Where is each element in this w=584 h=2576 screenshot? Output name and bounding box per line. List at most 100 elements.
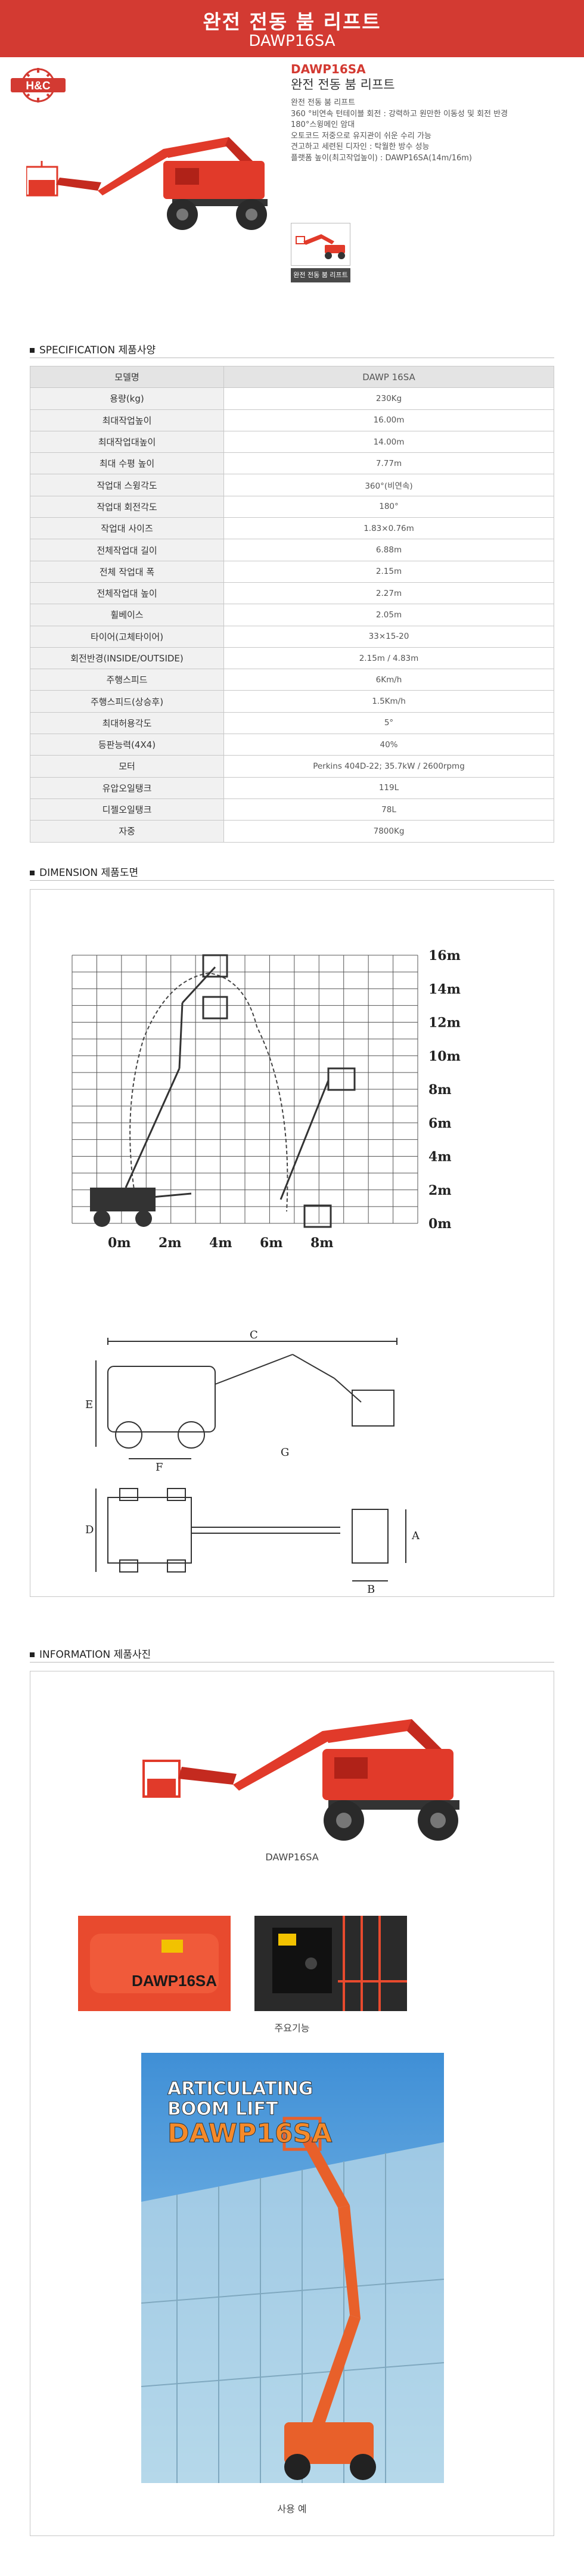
spec-header-row: 모델명 DAWP 16SA [30, 365, 554, 389]
page-header: 완전 전동 붐 리프트 DAWP16SA [0, 0, 584, 57]
side-view-drawing [95, 1338, 397, 1459]
reach-tick-label: 0m [108, 1235, 131, 1251]
photo-detail-plate: DAWP16SA [78, 1916, 231, 2011]
dimension-label-g: G [281, 1446, 289, 1459]
section-title-information: INFORMATION 제품사진 [30, 1646, 151, 1661]
spec-label: 전체작업대 높이 [30, 582, 224, 605]
section-title-dimension: DIMENSION 제품도면 [30, 864, 138, 879]
spec-label: 디젤오일탱크 [30, 798, 224, 821]
photo-usage-poster: ARTICULATING BOOM LIFT DAWP16SA [141, 2053, 444, 2483]
reach-tick-label: 4m [209, 1235, 232, 1251]
spec-value: 6.88m [223, 539, 554, 561]
spec-value: 40% [223, 734, 554, 756]
product-thumbnail[interactable] [291, 223, 350, 266]
top-view-drawing [95, 1488, 406, 1581]
spec-value: 2.05m [223, 604, 554, 626]
height-tick-label: 10m [428, 1049, 461, 1064]
brand-logo: H&C [11, 68, 66, 102]
feature-item: 완전 전동 붐 리프트 [291, 98, 356, 107]
spec-value: 2.15m [223, 560, 554, 583]
height-tick-label: 6m [428, 1115, 452, 1131]
spec-label: 최대작업높이 [30, 409, 224, 431]
spec-value: 1.5Km/h [223, 690, 554, 713]
section-title-text: SPECIFICATION 제품사양 [39, 344, 156, 356]
spec-label: 최대작업대높이 [30, 430, 224, 453]
product-photo-main [142, 1719, 459, 1841]
spec-label: 작업대 스윙각도 [30, 474, 224, 496]
spec-label: 등판능력(4X4) [30, 734, 224, 756]
reach-tick-label: 8m [310, 1235, 334, 1251]
spec-label: 주행스피드(상승후) [30, 690, 224, 713]
spec-value: 33×15-20 [223, 625, 554, 648]
spec-row: 회전반경(INSIDE/OUTSIDE)2.15m / 4.83m [30, 647, 554, 670]
spec-value: 2.15m / 4.83m [223, 647, 554, 670]
dimension-label-d: D [85, 1524, 94, 1536]
square-bullet-icon [30, 1652, 35, 1657]
page-title: 완전 전동 붐 리프트 [203, 10, 381, 33]
spec-value: 360°(비연속) [223, 474, 554, 496]
feature-list: 완전 전동 붐 리프트 360 °비연속 턴테이블 회전 : 강력하고 원만한 … [291, 98, 565, 164]
height-tick-label: 12m [428, 1015, 461, 1031]
spec-value: 78L [223, 798, 554, 821]
spec-label: 휠베이스 [30, 604, 224, 626]
reach-tick-label: 2m [159, 1235, 182, 1251]
information-panel: DAWP16SA DAWP16SA 주요기능 ARTICULATING BOOM… [30, 1671, 554, 2536]
dimension-label-a: A [411, 1530, 420, 1542]
spec-label: 회전반경(INSIDE/OUTSIDE) [30, 647, 224, 670]
section-title-text: INFORMATION 제품사진 [39, 1649, 151, 1661]
reach-tick-label: 6m [260, 1235, 283, 1251]
dimension-label-b: B [367, 1583, 375, 1596]
height-tick-label: 0m [428, 1216, 452, 1232]
spec-value: 16.00m [223, 409, 554, 431]
spec-row: 용량(kg)230Kg [30, 387, 554, 410]
spec-label: 최대허용각도 [30, 711, 224, 735]
spec-label: 모터 [30, 755, 224, 778]
spec-label: 전체작업대 길이 [30, 539, 224, 561]
product-main-image [26, 137, 268, 230]
spec-value: 14.00m [223, 430, 554, 453]
square-bullet-icon [30, 871, 35, 875]
spec-value: 180° [223, 495, 554, 518]
photo-caption-features: 주요기능 [274, 2022, 310, 2034]
spec-value: 5° [223, 711, 554, 735]
feature-item: 플랫폼 높이(최고작업높이) : DAWP16SA(14m/16m) [291, 153, 473, 163]
photo-caption-main: DAWP16SA [265, 1851, 319, 1863]
product-description: 완전 전동 붐 리프트 [291, 77, 395, 92]
spec-label: 유압오일탱크 [30, 776, 224, 799]
spec-label: 작업대 회전각도 [30, 495, 224, 518]
height-tick-label: 2m [428, 1183, 452, 1198]
spec-row: 주행스피드(상승후)1.5Km/h [30, 690, 554, 713]
spec-row: 등판능력(4X4)40% [30, 734, 554, 756]
feature-item: 견고하고 세련된 디자인 : 탁월한 방수 성능 [291, 142, 430, 151]
spec-value: Perkins 404D-22; 35.7kW / 2600rpmg [223, 755, 554, 778]
section-title-text: DIMENSION 제품도면 [39, 867, 139, 879]
page-subtitle: DAWP16SA [248, 32, 336, 50]
section-divider [30, 880, 554, 881]
working-envelope-line [129, 972, 288, 1212]
spec-row: 타이어(고체타이어)33×15-20 [30, 625, 554, 648]
spec-value: 7.77m [223, 452, 554, 475]
spec-value: 7800Kg [223, 820, 554, 843]
spec-label: 작업대 사이즈 [30, 517, 224, 540]
section-title-spec: SPECIFICATION 제품사양 [30, 341, 156, 356]
height-tick-label: 8m [428, 1082, 452, 1098]
thumbnail-caption: 완전 전동 붐 리프트 [291, 268, 350, 282]
spec-value: 119L [223, 776, 554, 799]
logo-text: H&C [26, 80, 50, 92]
spec-header-label: 모델명 [30, 365, 224, 389]
working-range-grid [72, 955, 418, 1224]
spec-value: 6Km/h [223, 669, 554, 691]
spec-value: 2.27m [223, 582, 554, 605]
